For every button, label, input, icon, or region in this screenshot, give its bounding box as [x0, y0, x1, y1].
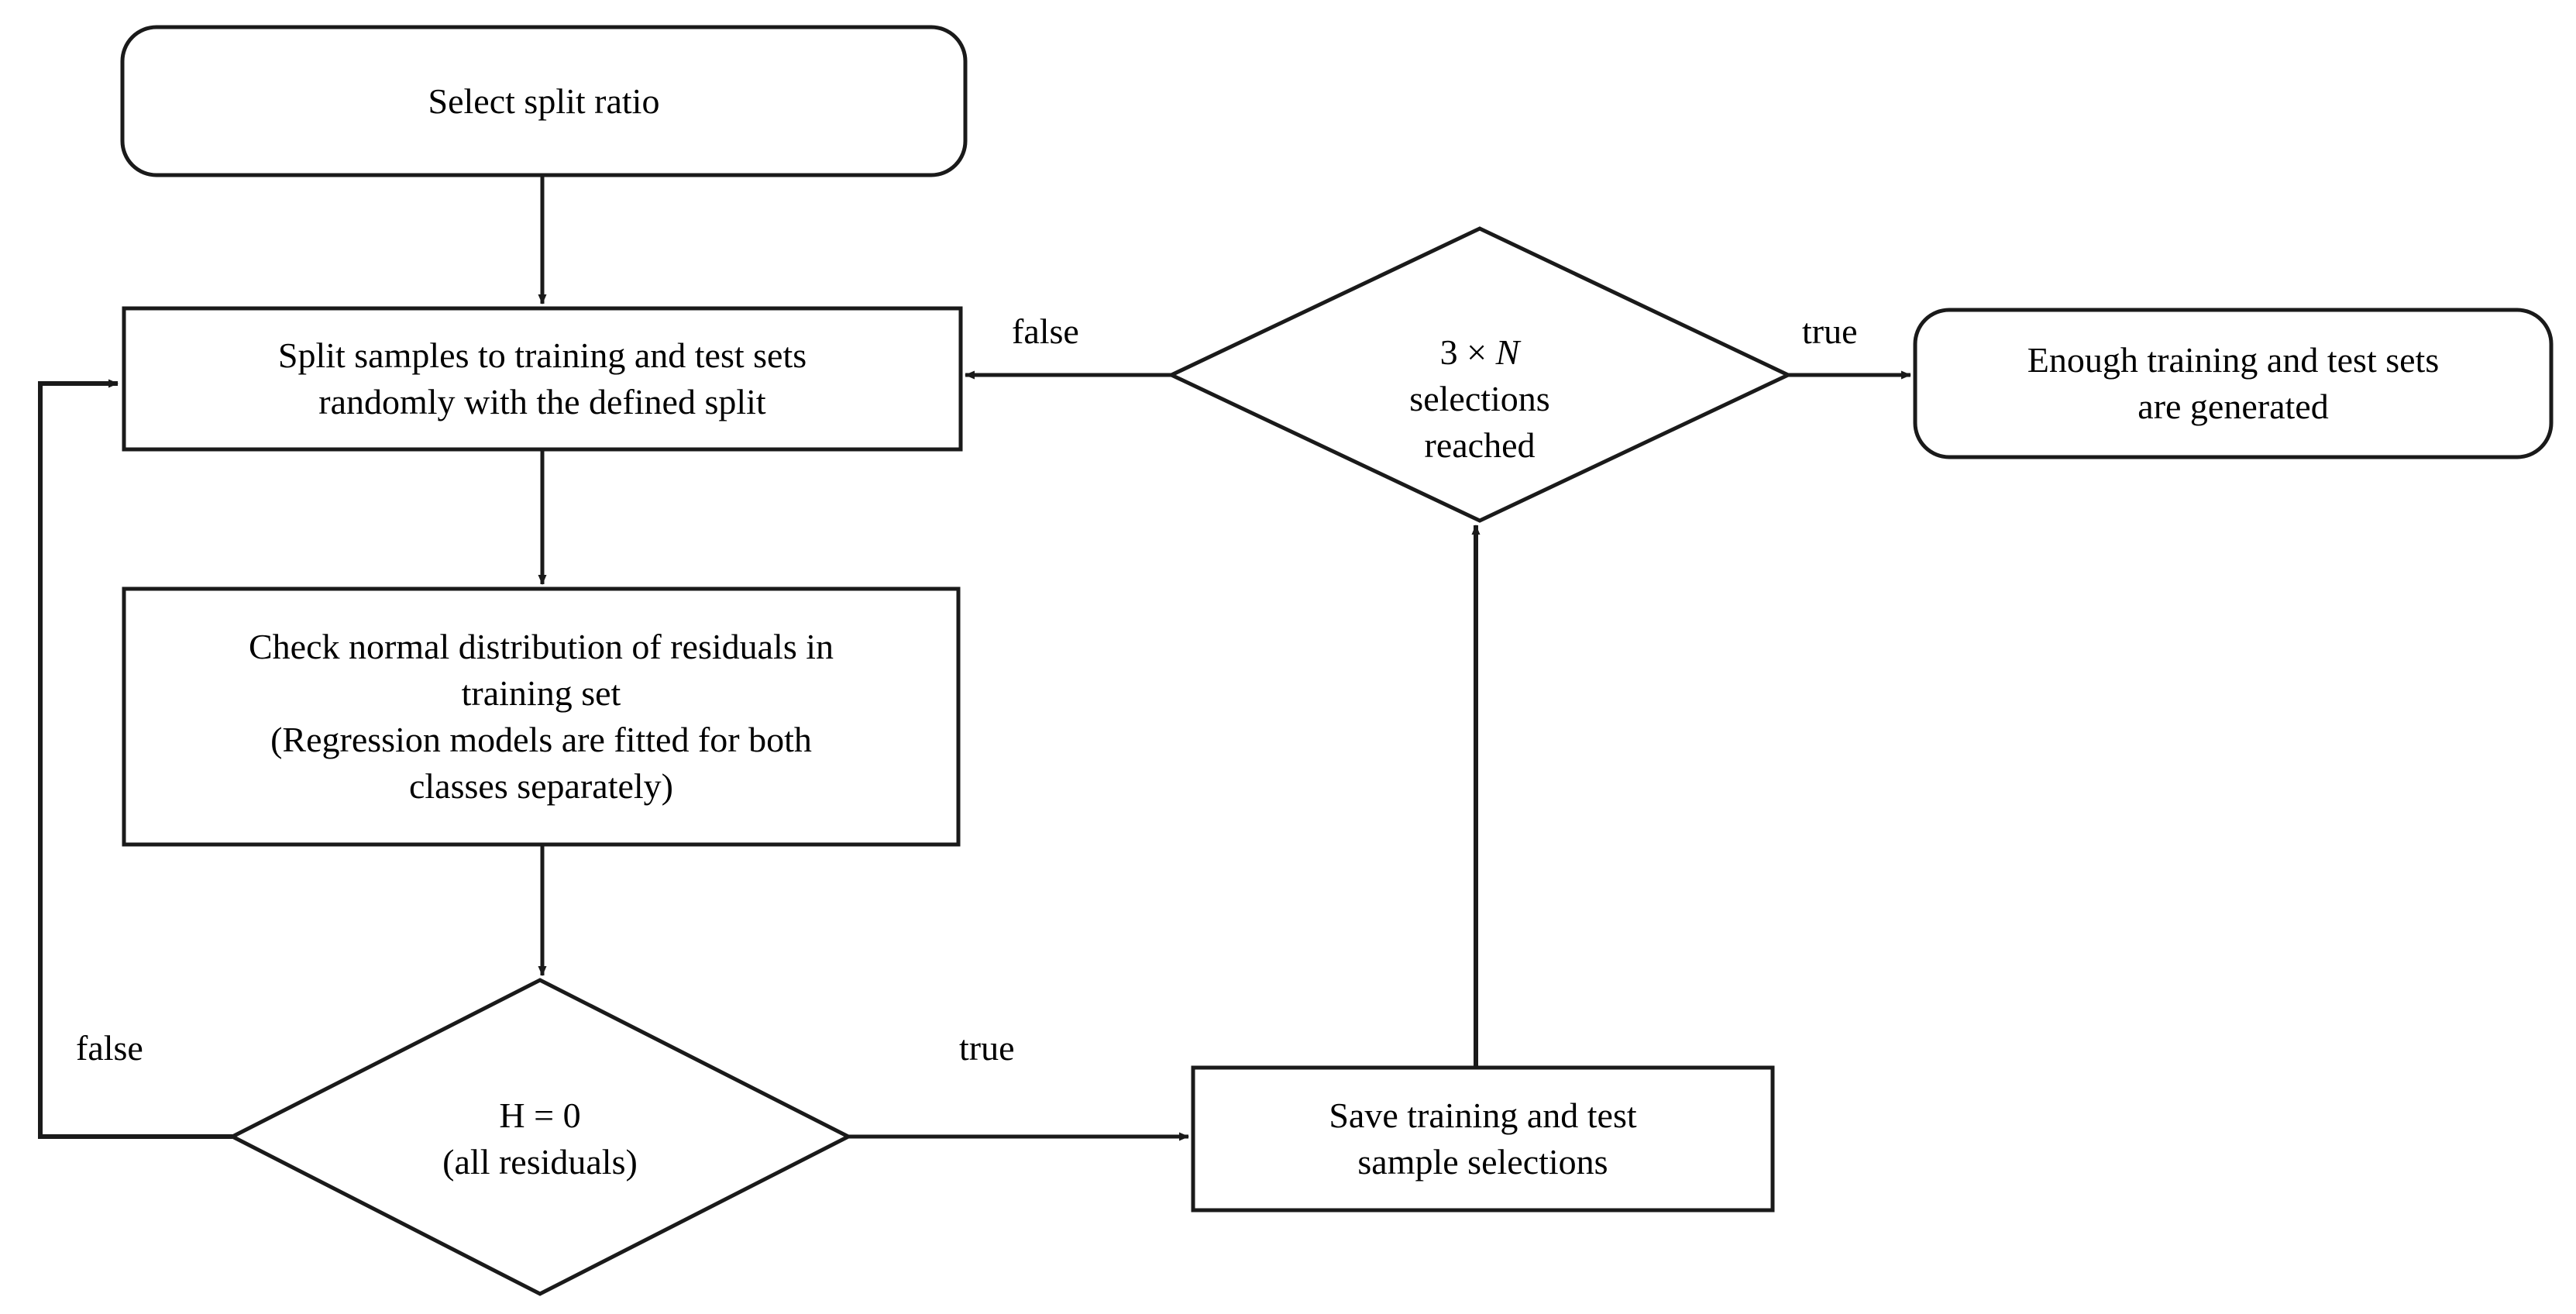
- edge-label-selections-false: false: [1012, 311, 1079, 351]
- node-shape-check-normal[interactable]: [122, 586, 961, 847]
- edge-label-h-true: true: [959, 1028, 1015, 1068]
- node-shape-h-equals-zero[interactable]: [228, 978, 853, 1296]
- node-shape-save-selections[interactable]: [1191, 1065, 1775, 1213]
- node-shape-select-split-ratio[interactable]: [120, 25, 968, 177]
- edge-label-selections-true: true: [1802, 311, 1858, 351]
- edge-label-h-false: false: [76, 1028, 143, 1068]
- connector-h-false-loop: [38, 379, 232, 1139]
- node-shape-selections-reached[interactable]: [1167, 226, 1793, 523]
- node-shape-enough-sets[interactable]: [1913, 308, 2554, 459]
- node-shape-split-samples[interactable]: [122, 306, 963, 452]
